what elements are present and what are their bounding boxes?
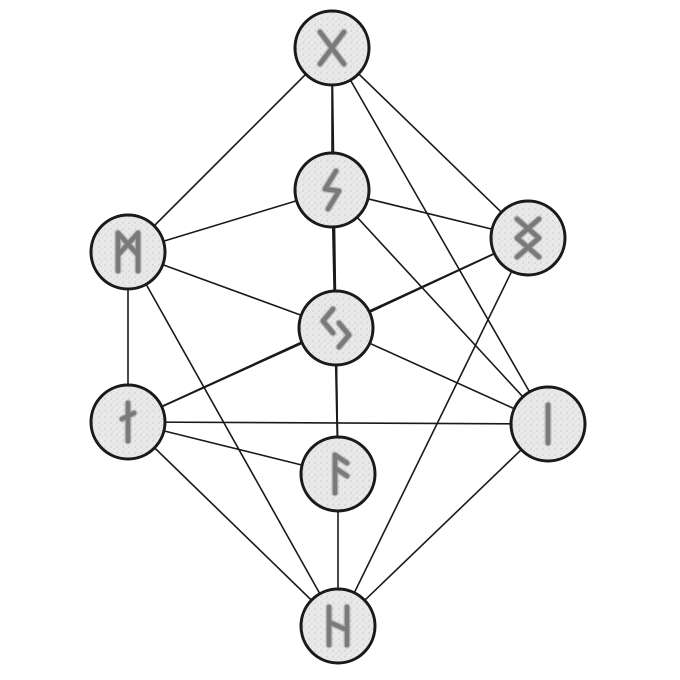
jera-rune-icon [319,305,353,351]
edge-gebo-ingwaz [331,47,529,239]
node-eihwaz [89,383,167,461]
node-circle [297,289,375,367]
node-ingwaz [489,199,567,277]
node-isa [509,385,587,463]
node-circle [489,199,567,277]
edge-gebo-mannaz [127,47,333,253]
mannaz-rune-icon [114,229,142,275]
edge-gebo-isa [331,47,549,425]
ingwaz-rune-icon [513,215,543,261]
ansuz-rune-icon [331,451,351,497]
edge-isa-hagalaz [337,423,549,627]
node-mannaz [89,213,167,291]
edge-isa-eihwaz [127,421,549,425]
rune-nodes [89,9,587,665]
node-sowilo [293,151,371,229]
node-jera [297,289,375,367]
eihwaz-rune-icon [118,399,138,445]
hagalaz-rune-icon [325,603,351,649]
edge-eihwaz-hagalaz [127,421,339,627]
node-hagalaz [299,587,377,665]
node-ansuz [299,435,377,513]
node-circle [89,213,167,291]
edge-mannaz-hagalaz [127,251,339,627]
node-gebo [293,9,371,87]
edge-ingwaz-hagalaz [337,237,529,627]
edge-sowilo-isa [331,189,549,425]
sowilo-rune-icon [321,167,343,213]
edge-jera-isa [335,327,549,425]
gebo-rune-icon [316,28,348,68]
